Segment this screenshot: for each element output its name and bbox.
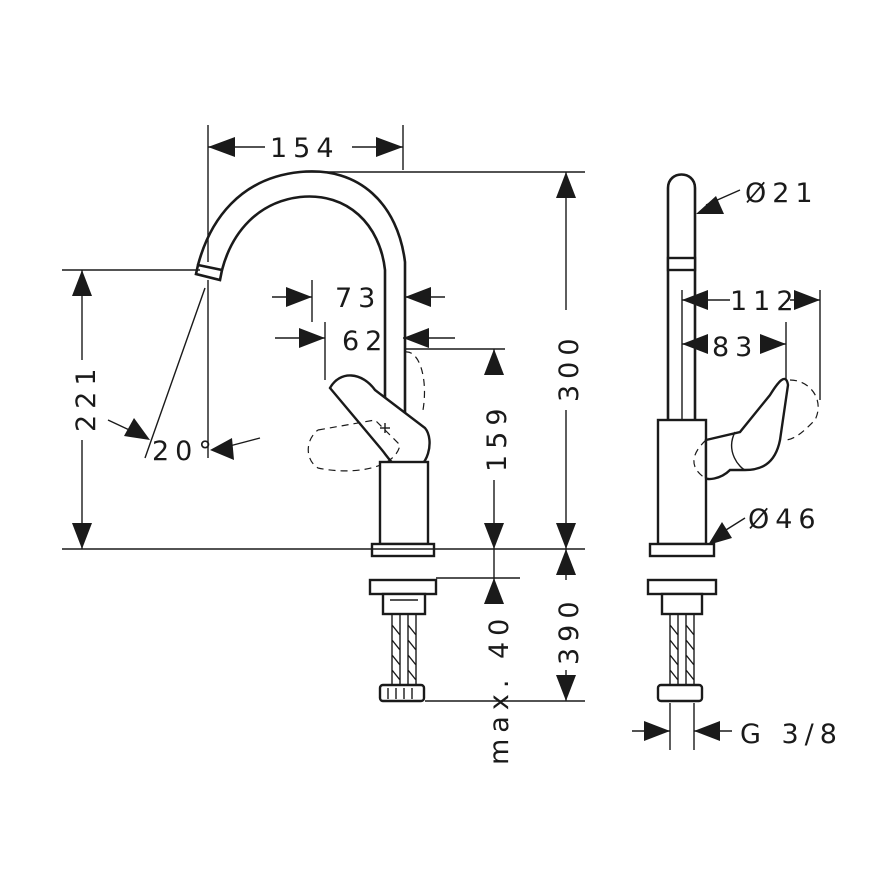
side-base-ring [648,542,716,558]
arrow [208,137,235,157]
dim-83: 83 [712,332,758,363]
arrow [484,349,504,375]
arrow [403,328,429,348]
side-hose-nut [656,683,704,703]
arrow [794,290,820,310]
arrow [484,523,504,549]
side-lever-hidden [784,379,819,441]
supply-hose-1 [391,614,401,685]
mount-plate [381,592,427,616]
lever-handle [328,374,431,472]
faucet-body [378,460,430,546]
thread-g38: G 3/8 [740,719,843,750]
dim-390: 390 [554,595,585,665]
arrow [708,522,732,545]
arrow [299,328,325,348]
angle-20: 20° [152,436,218,467]
arrow [556,549,576,575]
side-spout [666,173,697,420]
dim-154: 154 [270,133,340,164]
dia-46: Ø46 [748,504,822,535]
dim-221: 221 [71,362,102,432]
dim-max-40: max. 40 [484,613,515,765]
spout-inner [220,195,387,420]
lever-hidden-arc [404,351,426,411]
arrow [405,287,431,307]
side-hose-2 [685,614,695,685]
arrow [210,438,234,460]
arrow [682,290,708,310]
arrow [760,334,786,354]
arrow [556,675,576,701]
lever-hidden-position [307,419,401,472]
spout-nozzle [194,263,224,282]
side-view: Ø21 112 83 Ø46 G 3/8 [632,173,843,750]
arrow [72,523,92,549]
dim-73: 73 [335,283,381,314]
hose-nut [378,683,426,703]
angle-line [144,287,206,459]
side-lever [704,377,790,481]
side-mount-plate [660,592,704,616]
arrow [484,578,504,604]
arrow [376,137,403,157]
side-lever-hidden-2 [693,439,707,479]
arrow [286,287,312,307]
arrow [124,418,150,440]
side-lever-inner [730,431,746,471]
dia-21: Ø21 [745,178,819,209]
arrow [682,334,708,354]
arrow [556,172,576,198]
side-hose-1 [669,614,679,685]
arrow [72,270,92,296]
arrow [556,523,576,549]
dim-112: 112 [730,286,800,317]
mount-nut [368,578,438,596]
side-spout-band [666,256,697,272]
side-mount-nut [646,578,718,596]
side-body [656,418,708,546]
dim-300: 300 [554,332,585,402]
arrow [696,196,724,214]
supply-hose-2 [407,614,417,685]
dim-159: 159 [482,402,513,472]
arrow [644,721,670,741]
dim-62: 62 [342,326,388,357]
base-ring [370,542,436,558]
front-view: 154 300 221 20° 73 6 [62,125,585,765]
arrow [694,721,720,741]
